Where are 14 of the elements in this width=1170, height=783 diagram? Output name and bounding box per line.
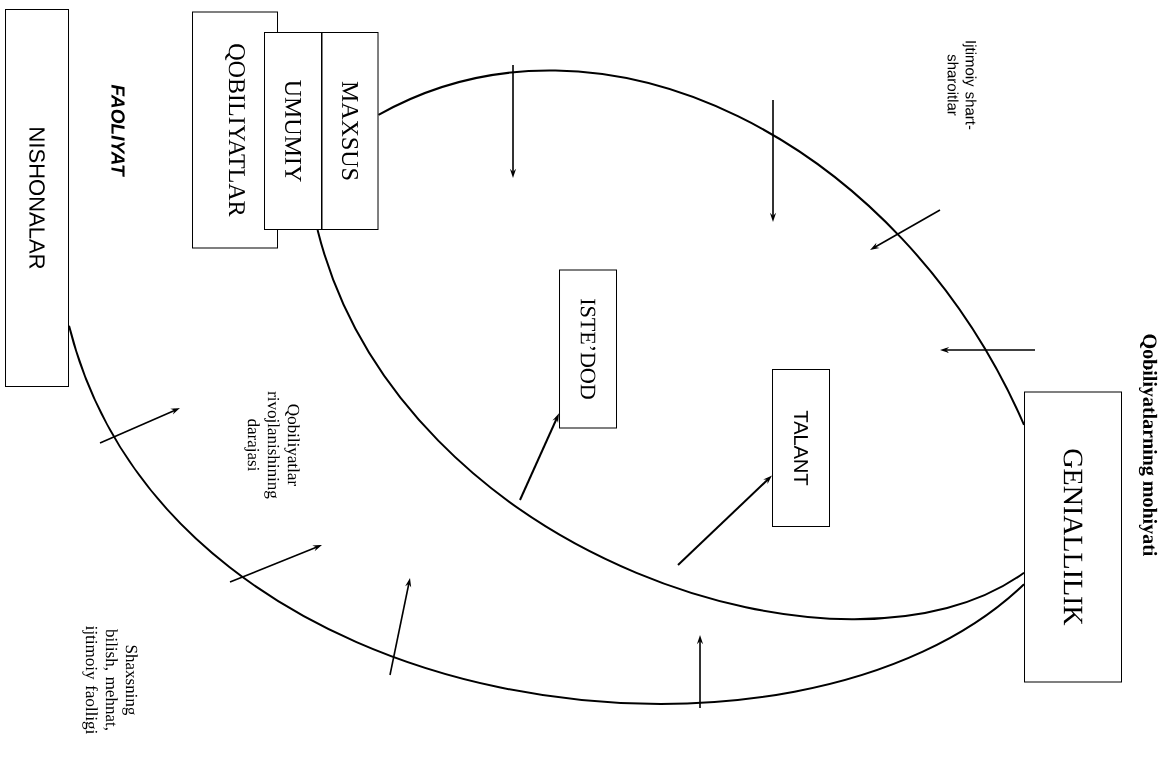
curve-line [377,69,1025,426]
label-text: Qobiliyatlar rivojlanishining darajasi [244,391,300,499]
curve-line [316,229,1025,621]
label-text: Ijtimoiy shart-sharoitlar [947,41,977,130]
text-box: UMUMIY [264,31,322,230]
title: Qobiliyatlarning mohiyati [1138,334,1158,557]
label-text: Shaxsning bilish, mehnat, ijtimoiy faolligi [82,626,138,734]
curve-line [68,324,1025,704]
text-box: ISTE’DOD [559,269,617,429]
text-box: NISHONALAR [5,9,69,387]
text-box: MAXSUS [321,31,379,230]
text-box: TALANT [772,369,830,527]
text-box: GENIALLILIK [1024,391,1122,683]
label-text: FAOLIYAT [111,84,125,177]
